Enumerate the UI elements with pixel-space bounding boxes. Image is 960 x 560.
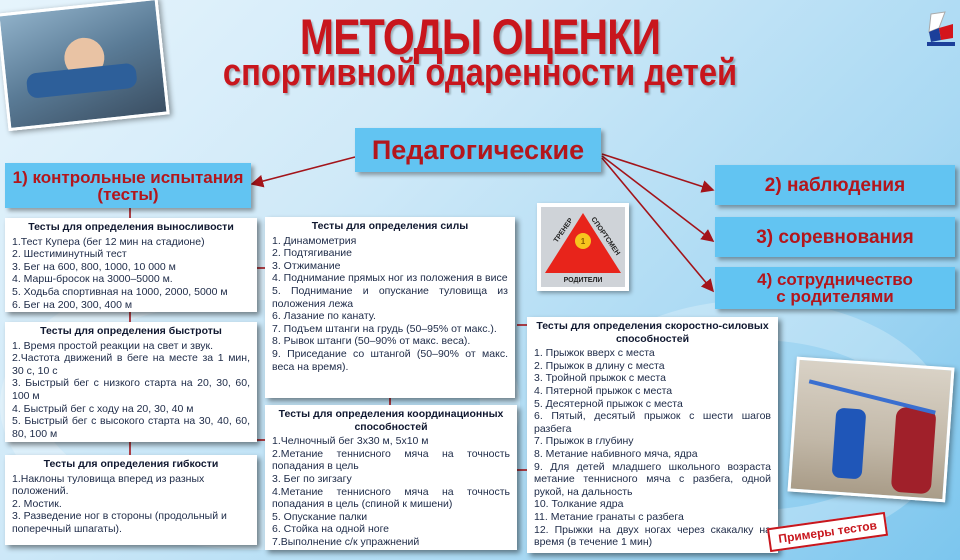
list-item: 4.Метание теннисного мяча на точность по… [272,485,510,511]
card-title: Тесты для определения скоростно-силовых … [536,320,769,345]
list-item: 9. Приседание со штангой (50–90% от макс… [272,347,508,373]
card-speed: Тесты для определения быстроты 1. Время … [5,322,257,442]
list-item: 2. Шестиминутный тест [12,248,127,261]
pedagogical-methods-box: Педагогические [355,128,601,172]
list-item: 1.Тест Купера (бег 12 мин на стадионе) [12,235,205,248]
page-subtitle: спортивной одаренности детей [222,52,738,94]
cup-number: 1 [581,237,586,246]
list-item: 2. Подтягивание [272,247,352,260]
logo-icon [925,10,957,55]
arrow-to-observation [601,153,715,193]
list-item: 2.Частота движений в беге на месте за 1 … [12,352,250,377]
card-title: Тесты для определения быстроты [40,325,222,337]
method-observation-box: 2) наблюдения [715,165,955,205]
list-item: 5. Ходьба спортивная на 1000, 2000, 5000… [12,285,228,298]
method-tests-box: 1) контрольные испытания (тесты) [5,163,251,208]
list-item: 10. Толкание ядра [534,498,624,511]
method-parents-box: 4) сотрудничество с родителями [715,267,955,309]
teacher-figure [890,406,937,495]
card-strength: Тесты для определения силы 1. Динамометр… [265,217,515,398]
card-flexibility: Тесты для определения гибкости 1.Наклоны… [5,455,257,545]
list-item: 4. Пятерной прыжок с места [534,384,673,397]
card-speed-strength: Тесты для определения скоростно-силовых … [527,317,778,553]
list-item: 7. Прыжок в глубину [534,435,634,448]
list-item: 1. Прыжок вверх с места [534,347,655,360]
gym-class-photo [787,356,955,503]
list-item: 3. Быстрый бег с низкого старта на 20, 3… [12,377,250,402]
method-competition-box: 3) соревнования [715,217,955,257]
list-item: 3. Бег по зигзагу [272,472,352,485]
list-item: 12. Прыжки на двух ногах через скакалку … [534,523,771,549]
list-item: 7. Подъем штанги на грудь (50–95% от мак… [272,322,497,335]
list-item: 2. Мостик. [12,497,62,510]
list-item: 1.Челночный бег 3х30 м, 5х10 м [272,435,429,448]
card-endurance: Тесты для определения выносливости 1.Тес… [5,218,257,312]
card-title: Тесты для определения координационных сп… [278,408,504,433]
arrow-to-tests [250,156,356,188]
list-item: 8. Метание набивного мяча, ядра [534,447,698,460]
gymnastic-stick [808,379,936,415]
list-item: 2. Прыжок в длину с места [534,359,665,372]
list-item: 2.Метание теннисного мяча на точность по… [272,447,510,473]
list-item: 5. Быстрый бег с высокого старта на 30, … [12,415,250,440]
list-item: 4. Поднимание прямых ног из положения в … [272,272,508,285]
list-item: 3. Тройной прыжок с места [534,372,666,385]
card-title: Тесты для определения силы [311,220,469,232]
list-item: 6. Пятый, десятый прыжок с шести шагов р… [534,410,771,435]
list-item: 6. Стойка на одной ноге [272,523,390,536]
list-item: 6. Бег на 200, 300, 400 м [12,298,133,311]
list-item: 1. Динамометрия [272,234,357,247]
card-title: Тесты для определения гибкости [43,458,219,470]
list-item: 1. Время простой реакции на свет и звук. [12,339,214,352]
list-item: 9. Для детей младшего школьного возраста… [534,460,771,498]
list-item: 6. Лазание по канату. [272,310,376,323]
page-title: МЕТОДЫ ОЦЕНКИ [299,9,661,65]
triangle-label-parents: РОДИТЕЛИ [564,277,603,284]
card-title: Тесты для определения выносливости [28,221,234,233]
list-item: 3. Разведение ног в стороны (продольный … [12,510,227,535]
arrow-to-competition [601,155,715,242]
list-item: 5. Десятерной прыжок с места [534,397,683,410]
list-item: 4. Марш-бросок на 3000–5000 м. [12,273,173,286]
cup-icon [575,233,591,249]
triangle-image: 1 ТРЕНЕР СПОРТСМЕН РОДИТЕЛИ [537,203,629,291]
list-item: 3. Бег на 600, 800, 1000, 10 000 м [12,260,176,273]
list-item: 7.Выполнение с/к упражнений [272,535,420,548]
child-figure [831,407,867,480]
arrow-to-parents [601,157,715,293]
list-item: 11. Метание гранаты с разбега [534,510,684,523]
list-item: 8. Рывок штанги (50–90% от макс. веса). [272,335,471,348]
list-item: 4. Быстрый бег с ходу на 20, 30, 40 м [12,402,194,415]
list-item: 3. Отжимание [272,259,341,272]
list-item: 5. Опускание палки [272,510,368,523]
list-item: 5. Поднимание и опускание туловища из по… [272,284,508,310]
card-coordination: Тесты для определения координационных сп… [265,405,517,550]
list-item: 1.Наклоны туловища вперед из разных поло… [12,472,205,498]
